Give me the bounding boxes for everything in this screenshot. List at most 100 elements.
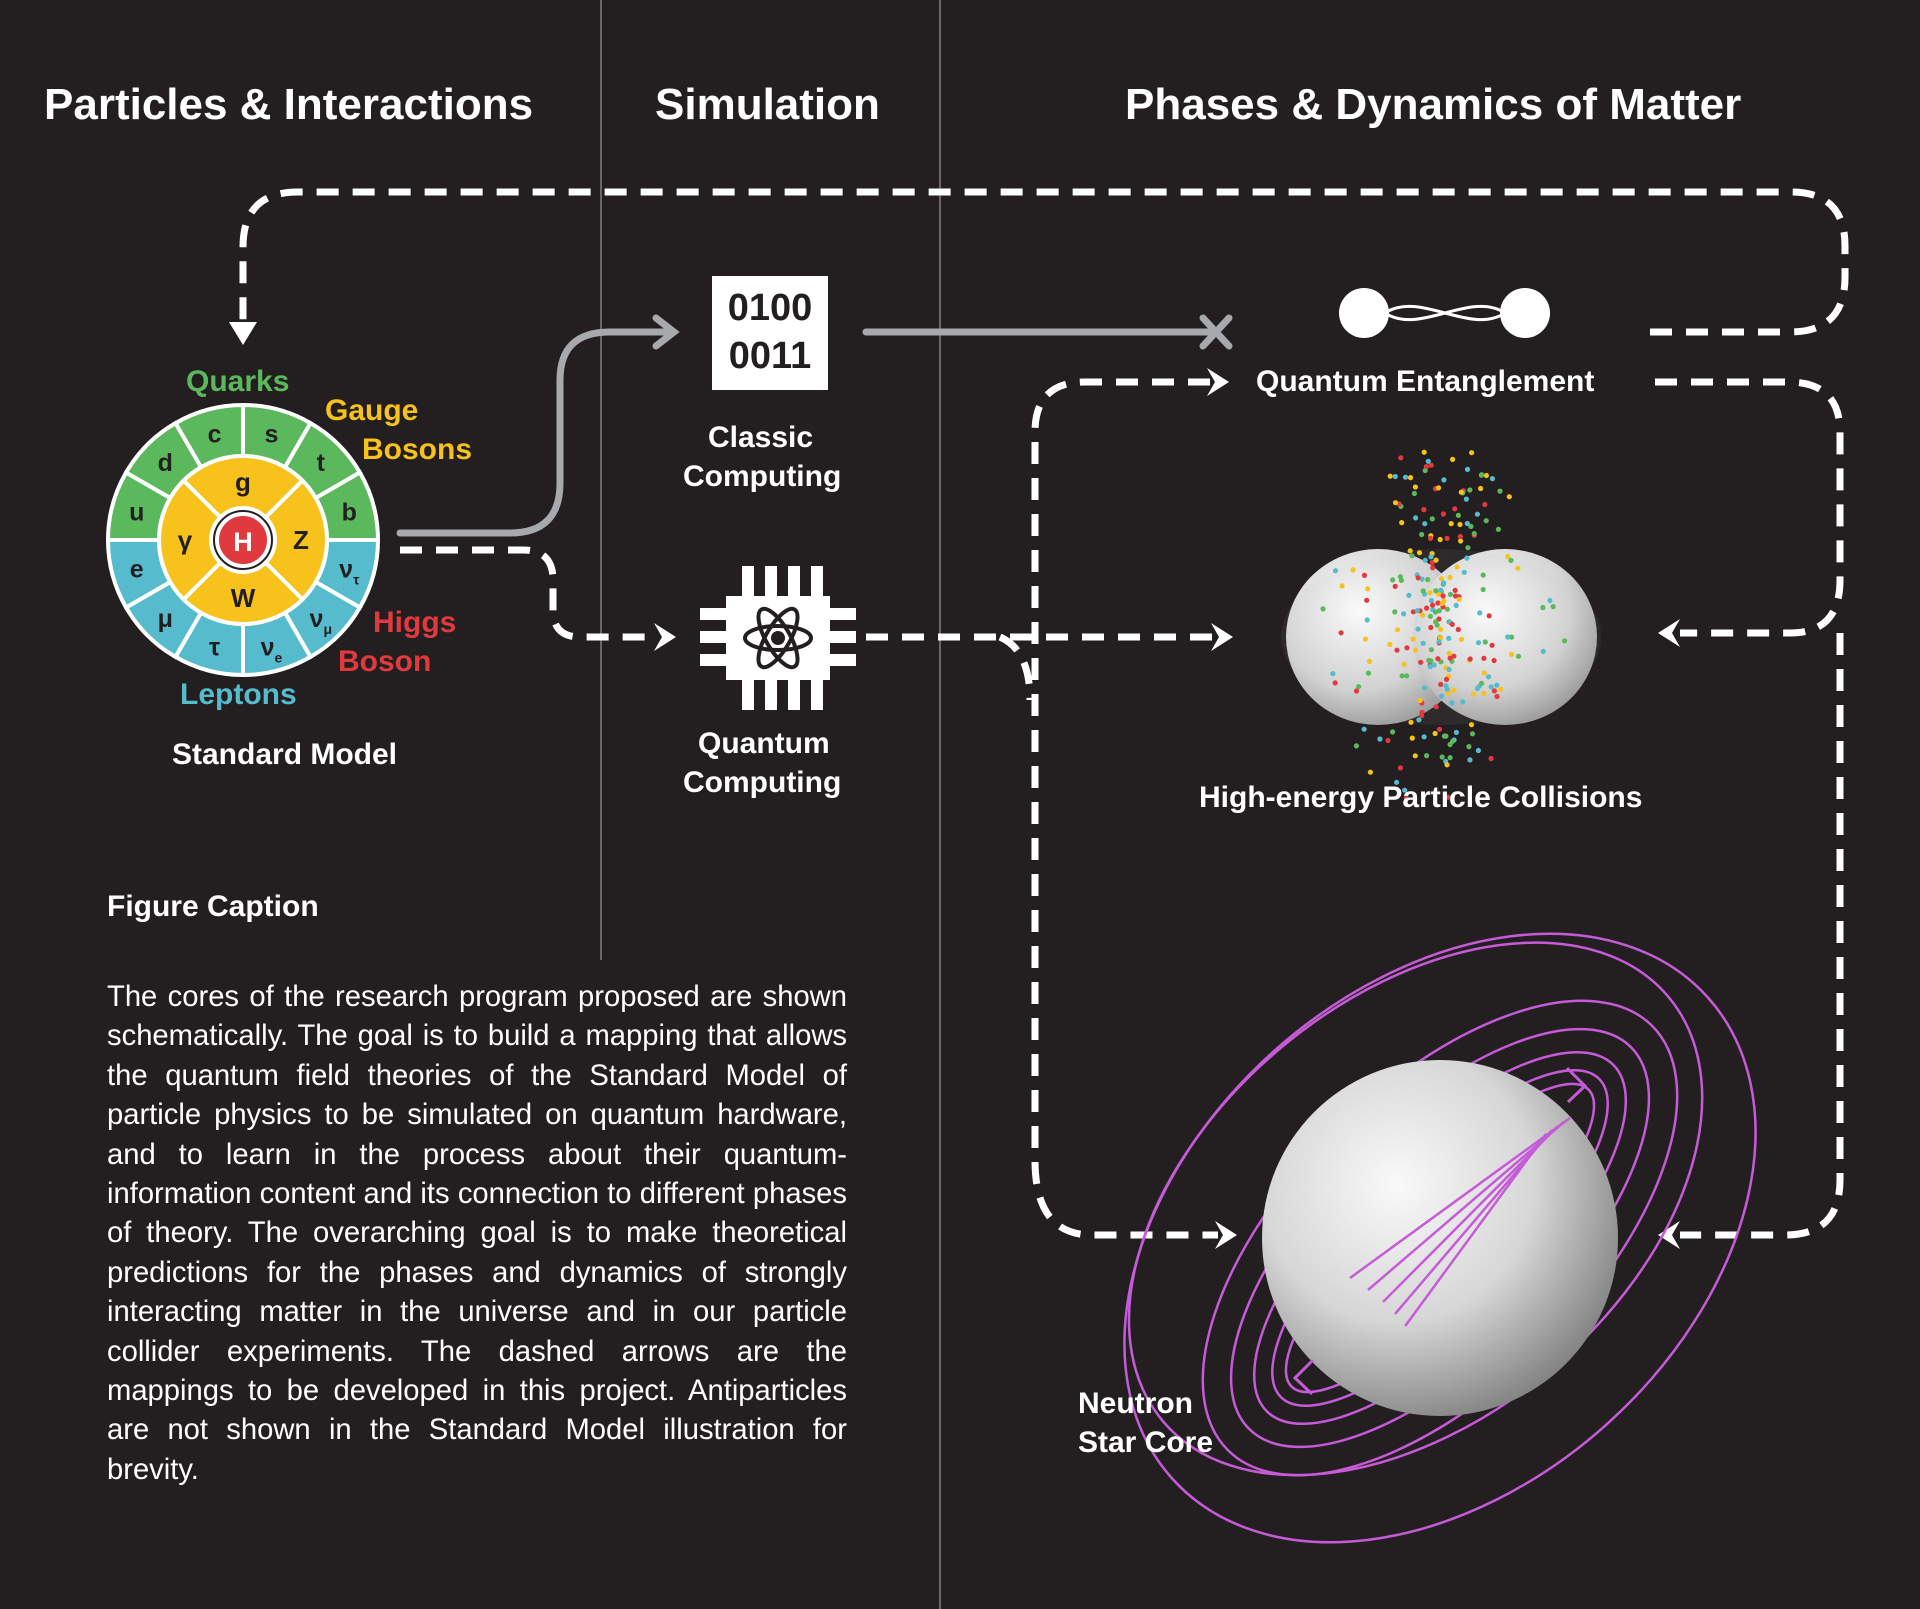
debris-particle xyxy=(1353,688,1360,694)
debris-particle xyxy=(1468,722,1475,728)
gauge-bosons-label-line1: Gauge xyxy=(325,394,419,427)
fermion-symbol: b xyxy=(342,499,357,527)
debris-particle xyxy=(1488,684,1494,690)
debris-particle xyxy=(1441,580,1447,586)
debris-particle xyxy=(1515,653,1522,659)
neutron-star-illustration xyxy=(1123,932,1757,1544)
entanglement-label: Quantum Entanglement xyxy=(1256,365,1595,398)
classic-computing-label-line2: Computing xyxy=(683,460,842,493)
debris-particle xyxy=(1440,593,1446,599)
binary-bits-box: 0100 0011 xyxy=(712,276,828,390)
debris-particle xyxy=(1469,450,1475,456)
debris-particle xyxy=(1482,501,1488,508)
field-line-front xyxy=(1349,1116,1571,1280)
debris-particle xyxy=(1397,574,1403,580)
solid-arrow-blocked xyxy=(862,314,1233,350)
debris-particle xyxy=(1435,656,1441,662)
debris-particle xyxy=(1390,729,1396,735)
fermion-symbol: u xyxy=(129,499,144,527)
debris-particle xyxy=(1446,650,1452,656)
gauge-cell xyxy=(180,559,306,626)
debris-particle xyxy=(1451,653,1457,659)
debris-particle xyxy=(1515,565,1521,571)
debris-particle xyxy=(1429,559,1435,566)
debris-particle xyxy=(1377,736,1383,742)
debris-particle xyxy=(1402,787,1408,793)
debris-particle xyxy=(1415,575,1421,581)
debris-particle xyxy=(1505,554,1511,560)
debris-particle xyxy=(1474,511,1480,517)
debris-particle xyxy=(1353,743,1359,749)
debris-particle xyxy=(1401,661,1407,667)
debris-particle xyxy=(1350,567,1356,573)
debris-particle xyxy=(1495,526,1501,532)
magnetic-field-lines-front xyxy=(1349,1116,1571,1327)
debris-particle xyxy=(1441,598,1447,604)
higgs-boson-label-line2: Boson xyxy=(338,645,432,678)
debris-particle xyxy=(1420,588,1426,594)
debris-particle xyxy=(1488,755,1494,762)
solid-arrow-to-classic xyxy=(396,314,680,537)
debris-particle xyxy=(1407,475,1414,481)
debris-particle xyxy=(1469,731,1476,737)
standard-model-title: Standard Model xyxy=(172,738,398,771)
column-title-simulation: Simulation xyxy=(655,80,880,129)
debris-particle xyxy=(1461,569,1467,575)
debris-particle xyxy=(1427,590,1433,596)
debris-particle xyxy=(1397,765,1403,771)
fermion-symbol: c xyxy=(208,421,222,449)
debris-particle xyxy=(1419,576,1425,582)
collision-illustration xyxy=(1281,449,1601,801)
debris-particle xyxy=(1364,597,1370,603)
debris-particle xyxy=(1438,576,1445,582)
fermion-symbol: s xyxy=(265,421,279,449)
debris-particle xyxy=(1332,568,1339,574)
debris-particle xyxy=(1418,659,1424,665)
debris-particle xyxy=(1470,691,1476,697)
dashed-arrow-loop-left xyxy=(1031,378,1218,1239)
debris-particle xyxy=(1506,494,1512,500)
fermion-symbol: d xyxy=(158,449,173,477)
entanglement-icon xyxy=(1339,288,1550,338)
debris-particle xyxy=(1438,681,1444,688)
debris-particle xyxy=(1467,656,1473,662)
quantum-computing-label-line2: Computing xyxy=(683,766,842,799)
debris-particle xyxy=(1505,634,1511,640)
binary-line-2: 0011 xyxy=(728,335,812,377)
debris-particle xyxy=(1464,466,1471,472)
debris-particle xyxy=(1421,734,1427,740)
debris-particle xyxy=(1451,687,1457,693)
column-title-phases: Phases & Dynamics of Matter xyxy=(1125,80,1742,129)
gauge-bosons-label-line2: Bosons xyxy=(362,433,473,466)
debris-particle xyxy=(1562,638,1568,644)
debris-particle xyxy=(1332,680,1338,686)
debris-particle xyxy=(1458,538,1464,544)
debris-particle xyxy=(1395,627,1401,633)
debris-particle xyxy=(1435,485,1442,491)
fermion-symbol: e xyxy=(130,555,144,583)
debris-particle xyxy=(1443,683,1449,689)
debris-particle xyxy=(1444,762,1450,768)
debris-particle xyxy=(1447,574,1453,581)
debris-particle xyxy=(1464,520,1470,527)
debris-particle xyxy=(1455,512,1461,519)
debris-particle xyxy=(1458,489,1464,495)
debris-particle xyxy=(1402,474,1409,480)
debris-particle xyxy=(1481,690,1487,696)
debris-particle xyxy=(1423,464,1429,470)
debris-particle xyxy=(1436,726,1443,732)
dashed-arrow-loop-top xyxy=(239,188,1849,336)
binary-line-1: 0100 xyxy=(727,287,813,329)
debris-particle xyxy=(1361,572,1368,579)
debris-particle xyxy=(1364,617,1370,623)
field-line xyxy=(1123,932,1757,1544)
debris-particle xyxy=(1356,684,1362,690)
debris-particle xyxy=(1547,597,1553,604)
debris-particle xyxy=(1468,523,1474,530)
debris-particle xyxy=(1412,753,1418,759)
debris-particle xyxy=(1392,583,1398,590)
debris-particle xyxy=(1432,609,1439,615)
debris-particle xyxy=(1479,472,1485,478)
quantum-chip-icon xyxy=(700,566,856,710)
